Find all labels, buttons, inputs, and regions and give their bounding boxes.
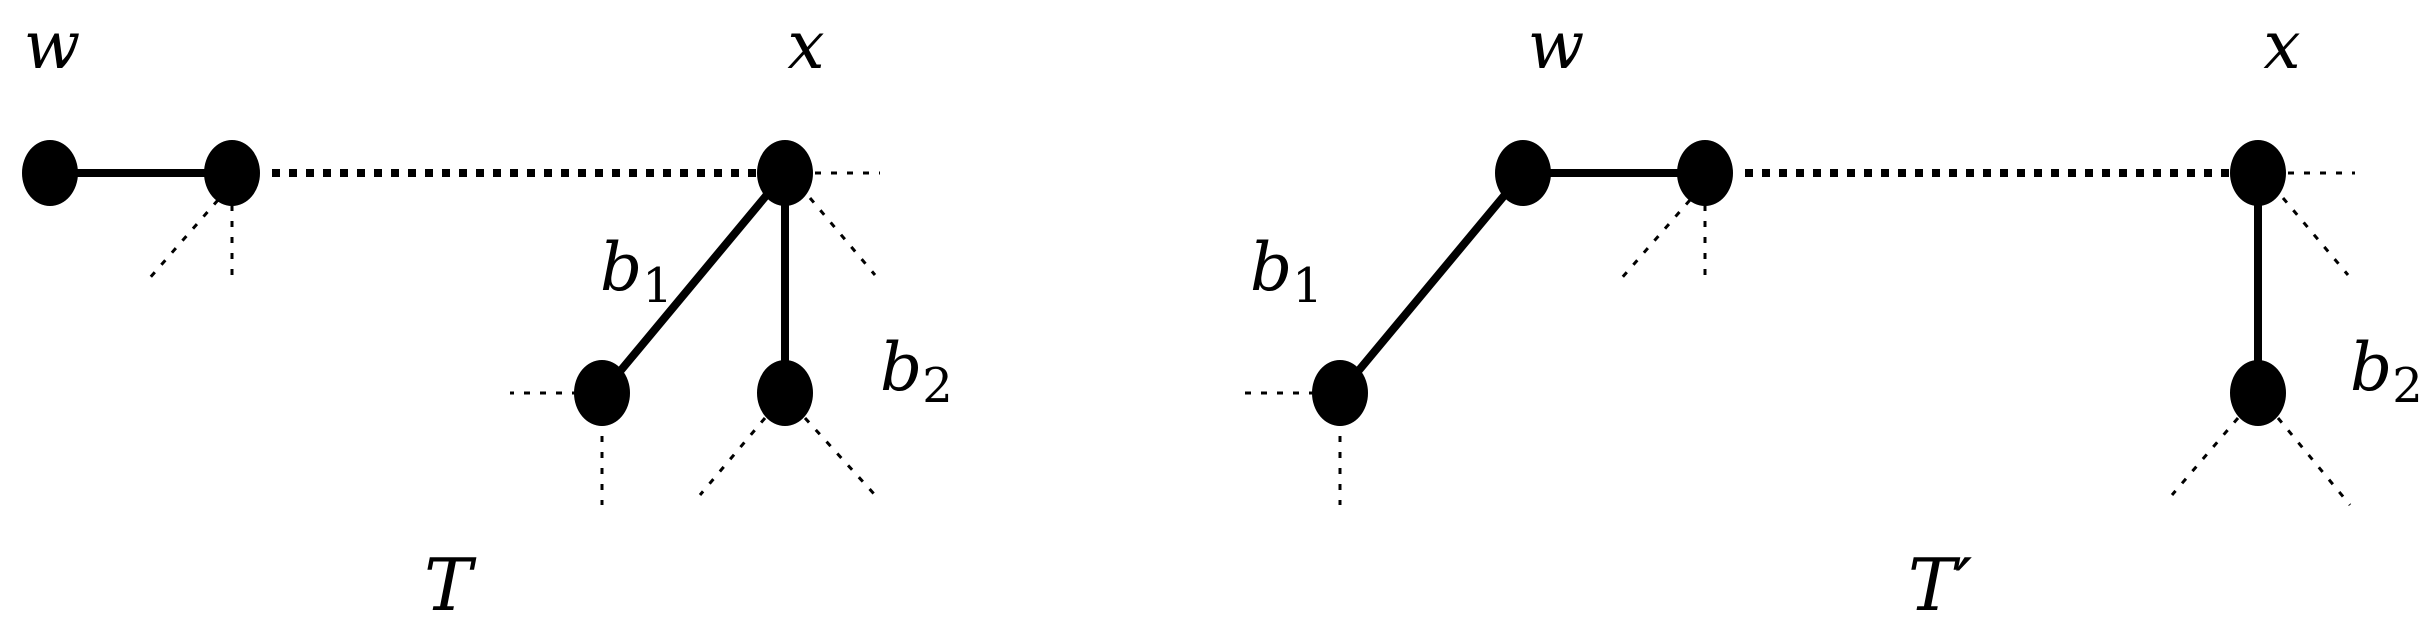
label-w: w (1528, 7, 1585, 84)
vertex-b2 (2230, 360, 2286, 426)
label-b1-main: b (600, 229, 642, 306)
label-b2-sub: 2 (2392, 358, 2423, 414)
label-w: w (24, 7, 81, 84)
vertex-w-neighbor (204, 140, 260, 206)
label-b1-main: b (1250, 229, 1292, 306)
dotted-stubs (146, 171, 880, 505)
vertex-w (1495, 140, 1551, 206)
vertex-w (22, 140, 78, 206)
vertex-w-neighbor (1677, 140, 1733, 206)
edge-x-b1 (598, 170, 789, 396)
vertex-x (2230, 140, 2286, 206)
label-b2: b2 (880, 329, 953, 414)
label-b1-sub: 1 (642, 258, 673, 314)
vertex-b1 (1312, 360, 1368, 426)
label-b2: b2 (2350, 329, 2423, 414)
label-x: x (2263, 7, 2300, 84)
label-b2-sub: 2 (922, 358, 953, 414)
caption-T: T (424, 543, 477, 627)
left-tree: w x b1 b2 T (22, 7, 953, 627)
label-b1: b1 (1250, 229, 1323, 314)
edge-w-b1 (1336, 170, 1527, 396)
label-b1: b1 (600, 229, 673, 314)
vertex-b1 (574, 360, 630, 426)
caption-T-prime: T′ (1908, 543, 1972, 627)
right-tree: w x b1 b2 T′ (1245, 7, 2423, 627)
vertex-b2 (757, 360, 813, 426)
dotted-stubs (1245, 171, 2355, 506)
label-b2-main: b (2350, 329, 2392, 406)
label-b2-main: b (880, 329, 922, 406)
vertex-x (757, 140, 813, 206)
label-b1-sub: 1 (1292, 258, 1323, 314)
label-x: x (787, 7, 824, 84)
